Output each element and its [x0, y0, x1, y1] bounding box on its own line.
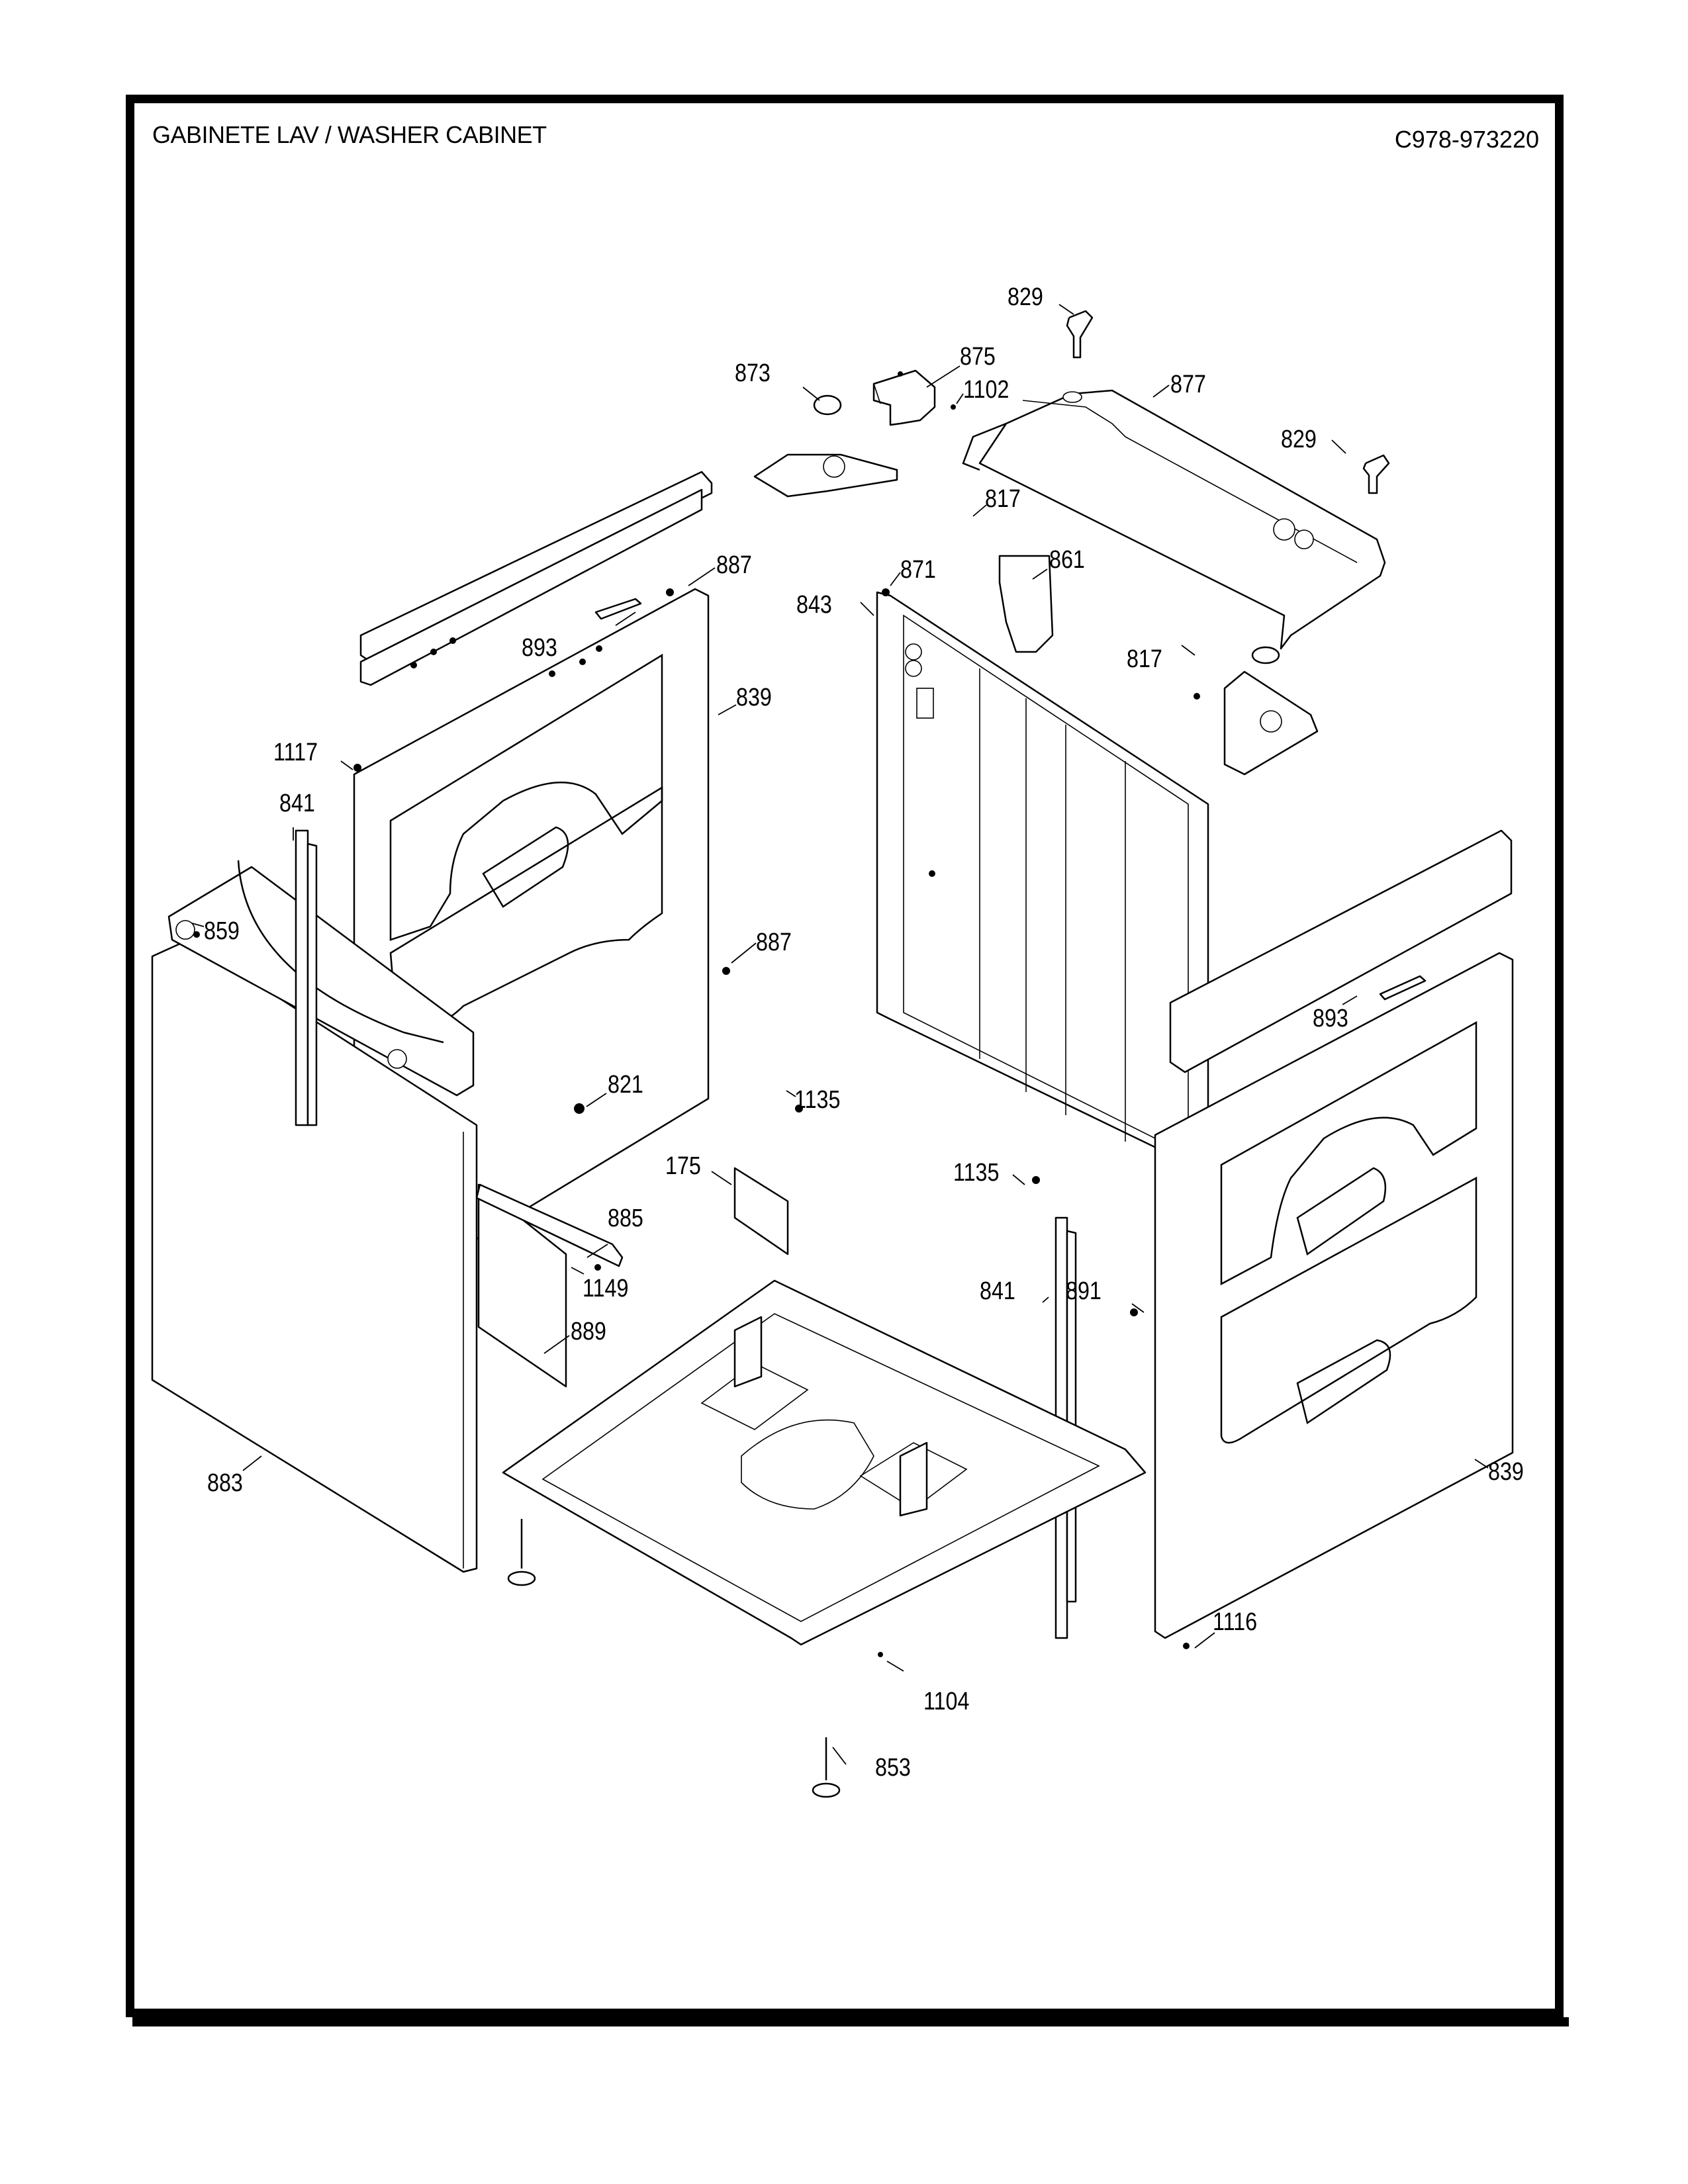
callout-1102[interactable]: 1102	[963, 376, 1009, 404]
diagram-title: GABINETE LAV / WASHER CABINET	[152, 121, 547, 148]
frame-shadow	[132, 2017, 1569, 2026]
callout-871[interactable]: 871	[900, 556, 936, 584]
part-885-rail[interactable]	[475, 1183, 624, 1267]
part-841-corner-post-left[interactable]	[295, 829, 318, 1126]
spacer-893-left[interactable]	[594, 598, 642, 620]
part-839-side-panel-right[interactable]	[1154, 952, 1514, 1639]
part-859-front-brace[interactable]	[167, 860, 475, 1097]
part-175-label-plate[interactable]	[733, 1167, 789, 1255]
part-843-rear-panel[interactable]	[876, 591, 1209, 1169]
callout-887-mid[interactable]: 887	[756, 929, 792, 956]
callout-839-right[interactable]: 839	[1488, 1458, 1524, 1486]
corner-bracket-right[interactable]	[1223, 670, 1319, 776]
part-829-bracket-top[interactable]	[1066, 310, 1094, 359]
fastener-group	[193, 371, 1200, 1657]
callout-829-top[interactable]: 829	[1008, 283, 1043, 311]
callout-887-top[interactable]: 887	[716, 551, 752, 579]
callout-1117[interactable]: 1117	[273, 739, 318, 766]
part-893-rail-left[interactable]	[359, 471, 713, 686]
callout-873[interactable]: 873	[735, 359, 771, 387]
callout-841-right[interactable]: 841	[980, 1277, 1015, 1305]
spacer-893-right[interactable]	[1379, 975, 1427, 1001]
callout-891[interactable]: 889	[571, 1318, 606, 1345]
callout-1116[interactable]: 1116	[1213, 1608, 1258, 1636]
callout-1135-mid[interactable]: 1135	[794, 1086, 841, 1114]
corner-bracket-top-left[interactable]	[753, 453, 898, 498]
callout-829-right[interactable]: 829	[1281, 426, 1317, 453]
callout-817-top[interactable]: 817	[985, 485, 1021, 513]
callout-843[interactable]: 843	[796, 591, 832, 619]
callout-817-right[interactable]: 817	[1127, 645, 1162, 673]
callout-1149[interactable]: 1149	[583, 1275, 629, 1302]
callout-859[interactable]: 859	[204, 917, 240, 945]
callout-883[interactable]: 883	[207, 1469, 243, 1497]
callout-853[interactable]: 853	[875, 1754, 911, 1782]
callout-877[interactable]: 877	[1170, 371, 1206, 398]
base-frame[interactable]	[502, 1279, 1147, 1646]
part-861-duct[interactable]	[998, 555, 1054, 653]
callout-889[interactable]: 891	[1066, 1277, 1102, 1305]
leader-lines	[191, 304, 1489, 1765]
callout-1104[interactable]: 1104	[923, 1688, 970, 1715]
snubber-right[interactable]	[1251, 646, 1280, 664]
callout-875[interactable]: 875	[960, 343, 996, 371]
callout-885[interactable]: 885	[608, 1205, 643, 1232]
callout-1135-right[interactable]: 1135	[953, 1159, 1000, 1187]
part-873-snubber[interactable]	[813, 394, 842, 416]
part-877-top-panel[interactable]	[962, 389, 1386, 650]
diagram-code: C978-973220	[1394, 126, 1539, 153]
part-853-leveling-leg-left[interactable]	[507, 1519, 536, 1586]
callout-841-left[interactable]: 841	[279, 790, 315, 817]
callout-821[interactable]: 821	[608, 1071, 643, 1099]
part-829-bracket-right[interactable]	[1362, 454, 1390, 494]
callout-893-right[interactable]: 893	[1313, 1005, 1348, 1032]
callout-839-left[interactable]: 839	[736, 684, 772, 711]
part-875-cover-bracket[interactable]	[872, 369, 936, 426]
callout-861[interactable]: 861	[1049, 546, 1085, 574]
part-893-rail-right[interactable]	[1169, 829, 1513, 1073]
callout-175[interactable]: 175	[665, 1152, 701, 1180]
callout-893-left[interactable]: 893	[522, 634, 557, 662]
part-853-leveling-leg-bottom[interactable]	[812, 1737, 841, 1798]
part-891-insulation[interactable]	[477, 1183, 567, 1388]
